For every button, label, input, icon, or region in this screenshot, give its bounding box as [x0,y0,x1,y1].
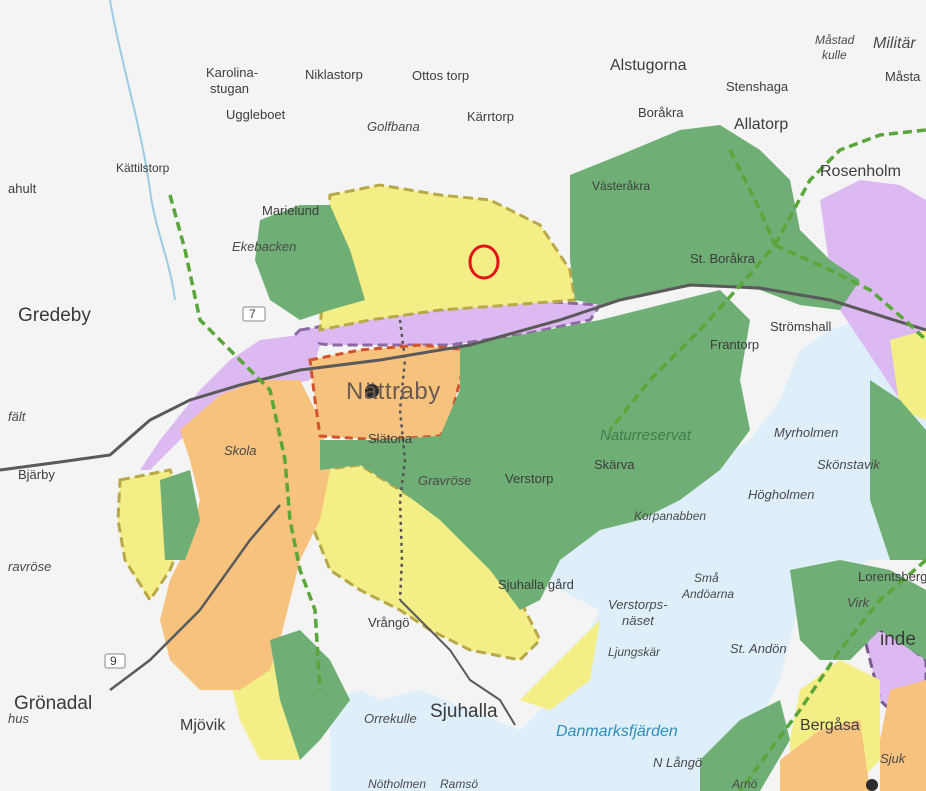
map-label: Uggleboet [226,107,286,122]
green-zone-south-coast [700,700,790,791]
map-label: ahult [8,181,37,196]
map-label: Korpanabben [634,509,707,523]
map-label: Marielund [262,203,320,218]
map-label: Bergåsa [800,717,860,734]
green-route-north [773,128,926,246]
map-label: hus [8,711,29,726]
map-label: N Långö [653,755,703,770]
mixed-zone-east [890,330,926,420]
map-label: Ottos torp [412,68,470,83]
map-label: näset [622,613,654,628]
red-circle-marker-icon [468,244,500,280]
map-label: Karolina- [206,65,259,80]
green-route-west [168,194,322,691]
water-area [330,300,926,791]
map-label: Kättilstorp [116,161,170,175]
map-label: Grönadal [14,693,93,714]
map-label: Stenshaga [726,79,789,94]
map-label: Måsta [885,69,921,84]
map-label: Myrholmen [774,425,839,440]
map-label: inde [880,629,916,650]
map-label: Kärrtorp [467,109,514,124]
map-label: St. Boråkra [690,251,756,266]
map-label: Gredeby [18,305,91,326]
green-zone-northeast [570,125,860,310]
map-label: Vrångö [368,615,410,630]
road-sjuhalla [399,599,516,726]
map-label: Skönstavik [817,457,880,472]
map-label: Måstad [815,33,855,47]
map-label: Högholmen [748,487,815,502]
map-label: Verstorp [505,471,554,486]
map-label: Ekebacken [232,239,297,254]
map-label: Militär [873,35,916,52]
mixed-zone-peninsula [520,620,600,710]
nattraby-dot [365,384,379,398]
town-label-nattraby: Nättraby [346,378,441,405]
map-label: Orrekulle [364,711,417,726]
map-label: fält [8,409,26,424]
map-label: Små [694,571,719,585]
map-label: Andöarna [682,587,735,601]
map-label: Sjuhalla gård [498,577,574,592]
map-label: Gravröse [418,473,472,488]
map-label: Skärva [594,457,635,472]
railway [398,319,407,601]
map-label: Naturreservat [600,427,691,444]
green-route-southeast [738,558,926,791]
green-zone-east [870,380,926,560]
map-label: Frantorp [710,337,760,352]
road-shield-9 [104,653,126,669]
map-label: Boråkra [638,105,684,120]
map-label: stugan [210,81,250,96]
map-label: Rosenholm [820,163,901,180]
map-label: Västeråkra [592,179,651,193]
green-zone-central [320,290,750,610]
residential-zone-southeast [780,720,870,791]
stream [109,0,176,301]
water-label: Danmarksfjärden [556,723,678,740]
road-9-label: 9 [110,654,117,668]
map-label: Ramsö [440,777,479,791]
map-label: Mjövik [180,717,226,734]
map-label: Ljungskär [608,645,661,659]
map-label: Lorentsberg [858,569,926,584]
map-label: Strömshall [770,319,832,334]
map-label: Alstugorna [610,57,687,74]
road-southwest [109,504,281,691]
map-label: Sjuhalla [430,701,498,722]
inde-dot [866,779,878,791]
green-zone-west [160,470,200,560]
map-label: Nötholmen [368,777,427,791]
map-label: Allatorp [734,116,789,133]
map-label: Bjärby [18,467,55,482]
residential-zone-east [880,680,926,791]
map-label: Skola [224,443,257,458]
map-label: Sjuk [880,751,906,766]
road-7-label: 7 [249,307,256,321]
map-label: kulle [822,48,847,62]
map-label: Verstorps- [608,597,668,612]
mixed-zone-north [318,183,577,332]
green-zone-marielund [255,205,365,320]
map-label: Slätona [368,431,413,446]
map-label: ravröse [8,559,52,574]
green-route-northeast [774,243,926,342]
map-label: Virk [847,595,870,610]
green-zone-south [270,630,350,760]
map-label: Golfbana [367,119,420,134]
map-label: Arnö [732,777,758,791]
green-zone-southeast [790,560,926,660]
map-label: St. Andön [730,641,787,656]
map-label: Niklastorp [305,67,363,82]
road-shield-7 [242,306,266,322]
residential-zone-west [160,380,330,690]
